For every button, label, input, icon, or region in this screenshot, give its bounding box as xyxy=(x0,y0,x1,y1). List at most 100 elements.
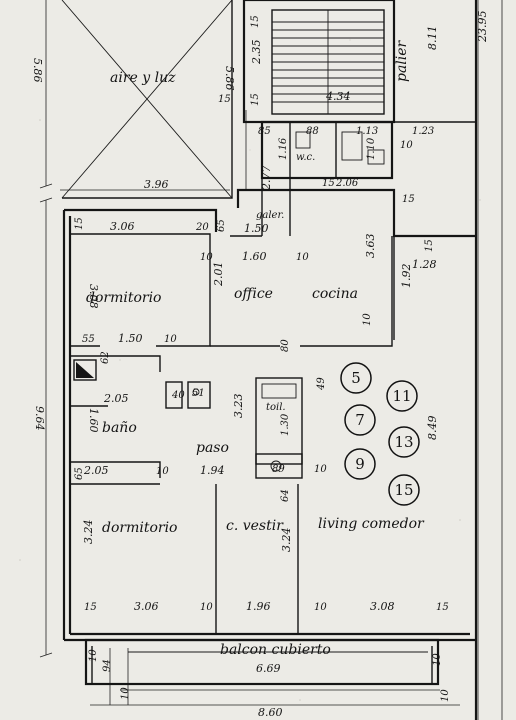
dim-label: 3.06 xyxy=(134,600,159,613)
dim-label: 10 xyxy=(200,252,213,263)
marker-circle xyxy=(386,380,418,412)
light-well xyxy=(61,0,233,199)
balcony xyxy=(84,638,440,686)
dim-label: 10 xyxy=(314,602,327,613)
dim-label: 89 xyxy=(272,464,285,475)
dim-label: 85 xyxy=(258,126,271,137)
dim-label: 10 xyxy=(314,464,327,475)
dim-label: 15 xyxy=(436,602,449,613)
room-label-galer: galer. xyxy=(256,210,284,221)
marker-circle xyxy=(388,474,420,506)
dim-label: 15 xyxy=(218,94,231,105)
dim-label: 1.28 xyxy=(412,258,437,271)
dim-label: 9.64 xyxy=(33,406,46,431)
room-label-dormitorio-1: dormitorio xyxy=(86,290,162,306)
dim-label: 15 xyxy=(402,194,415,205)
dim-label: 94 xyxy=(102,659,113,672)
dim-label: 10 xyxy=(432,653,443,666)
dim-label: 10 xyxy=(120,687,131,700)
dim-label: 20 xyxy=(195,222,209,233)
room-label-palier: palier xyxy=(394,39,410,82)
marker-number: 9 xyxy=(355,455,365,473)
dim-label: 8.60 xyxy=(258,706,283,719)
dim-label: 6.69 xyxy=(256,662,281,675)
dim-label: 10 xyxy=(164,334,177,345)
dim-label: 1.10 xyxy=(366,137,377,160)
room-labels: aire y luz palier w.c. galer. dormitorio… xyxy=(86,39,425,658)
dim-label: 4.34 xyxy=(325,90,351,103)
dim-label: 40 xyxy=(171,390,185,401)
room-label-vestir: c. vestir xyxy=(226,518,284,534)
marker-circle xyxy=(340,362,372,394)
marker-number: 5 xyxy=(351,369,361,387)
dim-label: 23.95 xyxy=(476,11,489,44)
dimension-labels: 5.86 5.86 23.95 2.35 15 15 15 8.11 4.34 … xyxy=(31,11,489,720)
dim-label: 65 xyxy=(216,219,227,232)
paper-texture xyxy=(19,39,481,701)
dim-label: 1.16 xyxy=(278,137,289,160)
dim-label: 3.08 xyxy=(87,284,100,309)
dim-label: 8.11 xyxy=(426,26,439,51)
room-label-aire-luz: aire y luz xyxy=(110,70,176,86)
dim-label: 3.24 xyxy=(280,528,293,553)
dim-label: 10 xyxy=(400,140,413,151)
dim-label: 3.06 xyxy=(110,220,135,233)
dim-label: 2.01 xyxy=(212,262,225,288)
dim-label: 10 xyxy=(88,649,99,662)
room-label-living: living comedor xyxy=(318,516,425,532)
dim-label: 15 xyxy=(74,217,85,230)
stairwell xyxy=(242,0,478,720)
dim-label: 3.23 xyxy=(232,394,245,419)
dim-label: 2.06 xyxy=(335,178,359,189)
dim-label: 15 xyxy=(250,93,261,106)
dim-label: 15 xyxy=(84,602,97,613)
dim-label: 1.30 xyxy=(280,413,291,436)
dim-label: 2.35 xyxy=(250,40,263,66)
marker-circle xyxy=(388,426,420,458)
room-label-toil: toil. xyxy=(266,402,286,413)
room-label-paso: paso xyxy=(196,440,229,456)
marker-number: 13 xyxy=(394,433,413,451)
dim-label: 15 xyxy=(424,239,435,252)
dim-label: 51 xyxy=(192,388,205,399)
markers: 5 11 7 13 9 15 xyxy=(340,362,420,506)
dim-label: 55 xyxy=(82,334,95,345)
dim-label: 1.60 xyxy=(87,408,100,433)
dim-label: 1.13 xyxy=(356,126,378,137)
dim-label: 1.96 xyxy=(246,600,271,613)
dim-label: 65 xyxy=(74,467,85,480)
dim-label: 15 xyxy=(250,15,261,28)
dim-label: 3.63 xyxy=(364,234,377,259)
room-label-wc: w.c. xyxy=(296,152,315,163)
dim-label: 88 xyxy=(306,126,319,137)
room-label-balcon: balcon cubierto xyxy=(220,642,331,658)
dim-label: 1.60 xyxy=(242,250,267,263)
dim-label: 2.05 xyxy=(83,464,109,477)
dim-label: 3.24 xyxy=(82,520,95,545)
dim-label: 10 xyxy=(200,602,213,613)
dim-label: 62 xyxy=(100,351,111,364)
dim-label: 2.05 xyxy=(103,392,129,405)
dim-label: 10 xyxy=(440,689,451,702)
dim-label: 49 xyxy=(316,377,327,391)
dim-label: 10 xyxy=(296,252,309,263)
room-label-dormitorio-2: dormitorio xyxy=(102,520,178,536)
dim-label: 1.94 xyxy=(200,464,225,477)
marker-number: 7 xyxy=(355,411,365,429)
marker-circle xyxy=(344,404,376,436)
dim-label: 3.96 xyxy=(144,178,169,191)
dim-label: 80 xyxy=(280,339,291,352)
dim-label: 1.50 xyxy=(118,332,143,345)
marker-number: 11 xyxy=(392,387,411,405)
dim-label: 10 xyxy=(362,313,373,326)
marker-circle xyxy=(344,448,376,480)
dim-label: 10 xyxy=(156,466,169,477)
dim-label: 5.86 xyxy=(31,58,44,83)
marker-number: 15 xyxy=(394,481,413,499)
service-block xyxy=(260,120,394,236)
dimension-lines xyxy=(39,0,503,720)
dim-label: 1.50 xyxy=(244,222,269,235)
dim-label: 15 xyxy=(322,178,335,189)
room-label-cocina: cocina xyxy=(312,286,358,302)
